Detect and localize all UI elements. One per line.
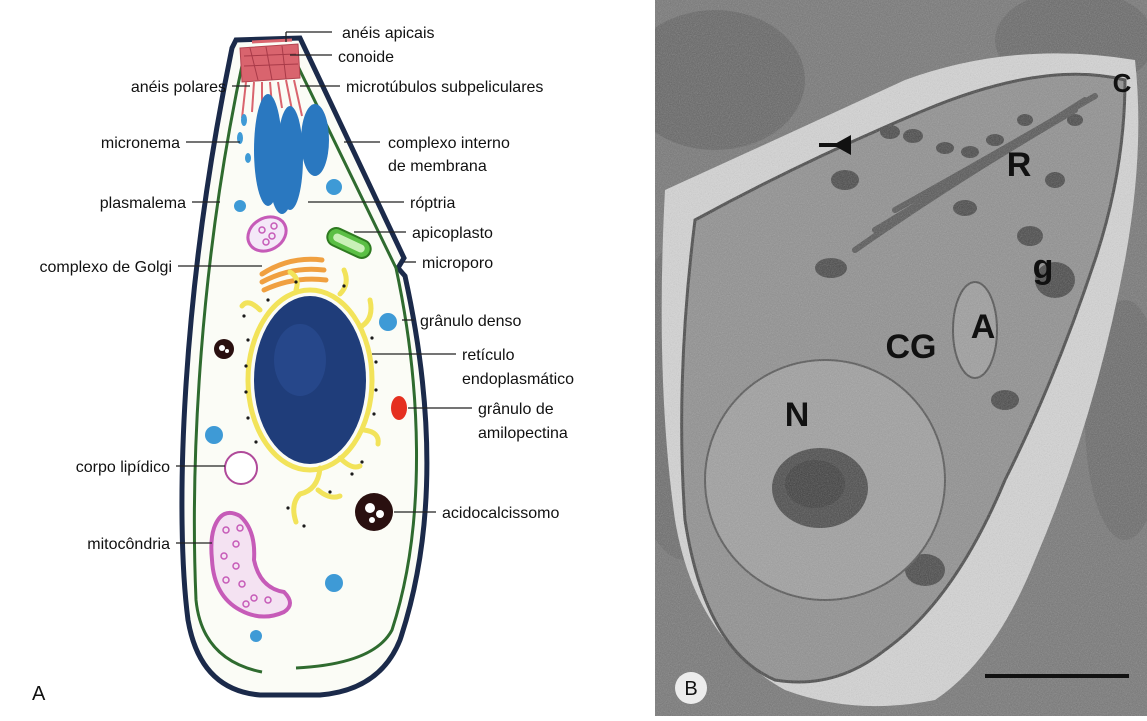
lipid-body xyxy=(225,452,257,484)
label-aneis-polares: anéis polares xyxy=(131,79,226,96)
em-label-a: A xyxy=(971,308,996,346)
micrograph: C R g A CG N B xyxy=(655,0,1147,716)
panel-a-schematic: anéis apicais conoide anéis polares micr… xyxy=(0,0,655,716)
parasite-diagram: anéis apicais conoide anéis polares micr… xyxy=(0,0,655,716)
label-apicoplasto: apicoplasto xyxy=(412,225,493,242)
label-granulo-denso: grânulo denso xyxy=(420,313,522,330)
label-reticulo-1: retículo xyxy=(462,347,515,364)
panel-b-micrograph: C R g A CG N B xyxy=(655,0,1147,716)
nucleus xyxy=(254,296,366,464)
label-roptria: róptria xyxy=(410,195,455,212)
amylopectin-granule xyxy=(391,396,407,420)
label-micronema: micronema xyxy=(101,135,180,152)
em-label-g: g xyxy=(1033,248,1054,286)
label-conoide: conoide xyxy=(338,49,394,66)
label-corpo-lipidico: corpo lipídico xyxy=(76,459,170,476)
label-reticulo-2: endoplasmático xyxy=(462,371,574,388)
label-plasmalema: plasmalema xyxy=(100,195,186,212)
label-microtubulos: microtúbulos subpeliculares xyxy=(346,79,543,96)
label-complexo-interno-2: de membrana xyxy=(388,158,487,175)
label-acidocalcissomo: acidocalcissomo xyxy=(442,505,559,522)
label-complexo-interno-1: complexo interno xyxy=(388,135,510,152)
label-amilopectina-2: amilopectina xyxy=(478,425,568,442)
acidocalcisome xyxy=(355,493,393,531)
label-mitocondria: mitocôndria xyxy=(87,536,170,553)
label-aneis-apicais: anéis apicais xyxy=(342,25,435,42)
panel-letter-a: A xyxy=(32,683,46,705)
acidocalcisome-small xyxy=(214,339,234,359)
em-label-n: N xyxy=(785,396,810,434)
panel-letter-b: B xyxy=(684,678,697,700)
em-label-r: R xyxy=(1007,146,1032,184)
label-golgi: complexo de Golgi xyxy=(39,259,172,276)
label-microporo: microporo xyxy=(422,255,493,272)
em-label-cg: CG xyxy=(886,328,937,366)
label-amilopectina-1: grânulo de xyxy=(478,401,554,418)
em-label-c: C xyxy=(1113,68,1132,98)
